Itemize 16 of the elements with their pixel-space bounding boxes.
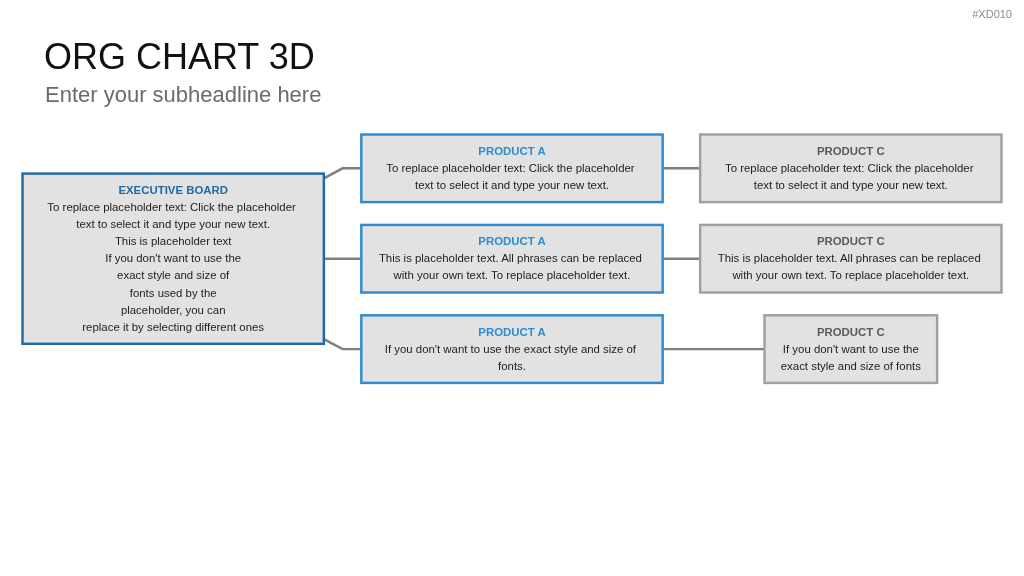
connector (662, 347, 765, 351)
connector (323, 257, 362, 260)
node-box: PRODUCT A This is placeholder text. All phrases can be replaced with your own text. To replace placeholder text. (360, 223, 664, 294)
node-box: PRODUCT C To replace placeholder text: Click the placeholder text to select it and type your new text. (698, 133, 1003, 204)
node-box: PRODUCT A To replace placeholder text: Click the placeholder text to select it and type your new text. (360, 133, 664, 204)
connector (662, 167, 701, 170)
title: ORG CHART 3D (44, 36, 315, 78)
connector (323, 167, 362, 180)
node-box: EXECUTIVE BOARD To replace placeholder text: Click the placeholder text to select it and type your new text. This is placeholder text If you don't want to use the exact style and size of fonts used by the placeholder, you can replace it by selecting different ones (21, 172, 326, 346)
subheadline: Enter your subheadline here (45, 82, 322, 108)
connector (323, 338, 362, 351)
connector (662, 257, 701, 260)
slide-code: #XD010 (972, 8, 1012, 20)
node-box: PRODUCT A If you don't want to use the exact style and size of fonts. (360, 314, 664, 385)
node-box: PRODUCT C This is placeholder text. All phrases can be replaced with your own text. To replace placeholder text. (698, 223, 1003, 294)
node-box: PRODUCT C If you don't want to use the exact style and size of fonts (763, 314, 939, 385)
